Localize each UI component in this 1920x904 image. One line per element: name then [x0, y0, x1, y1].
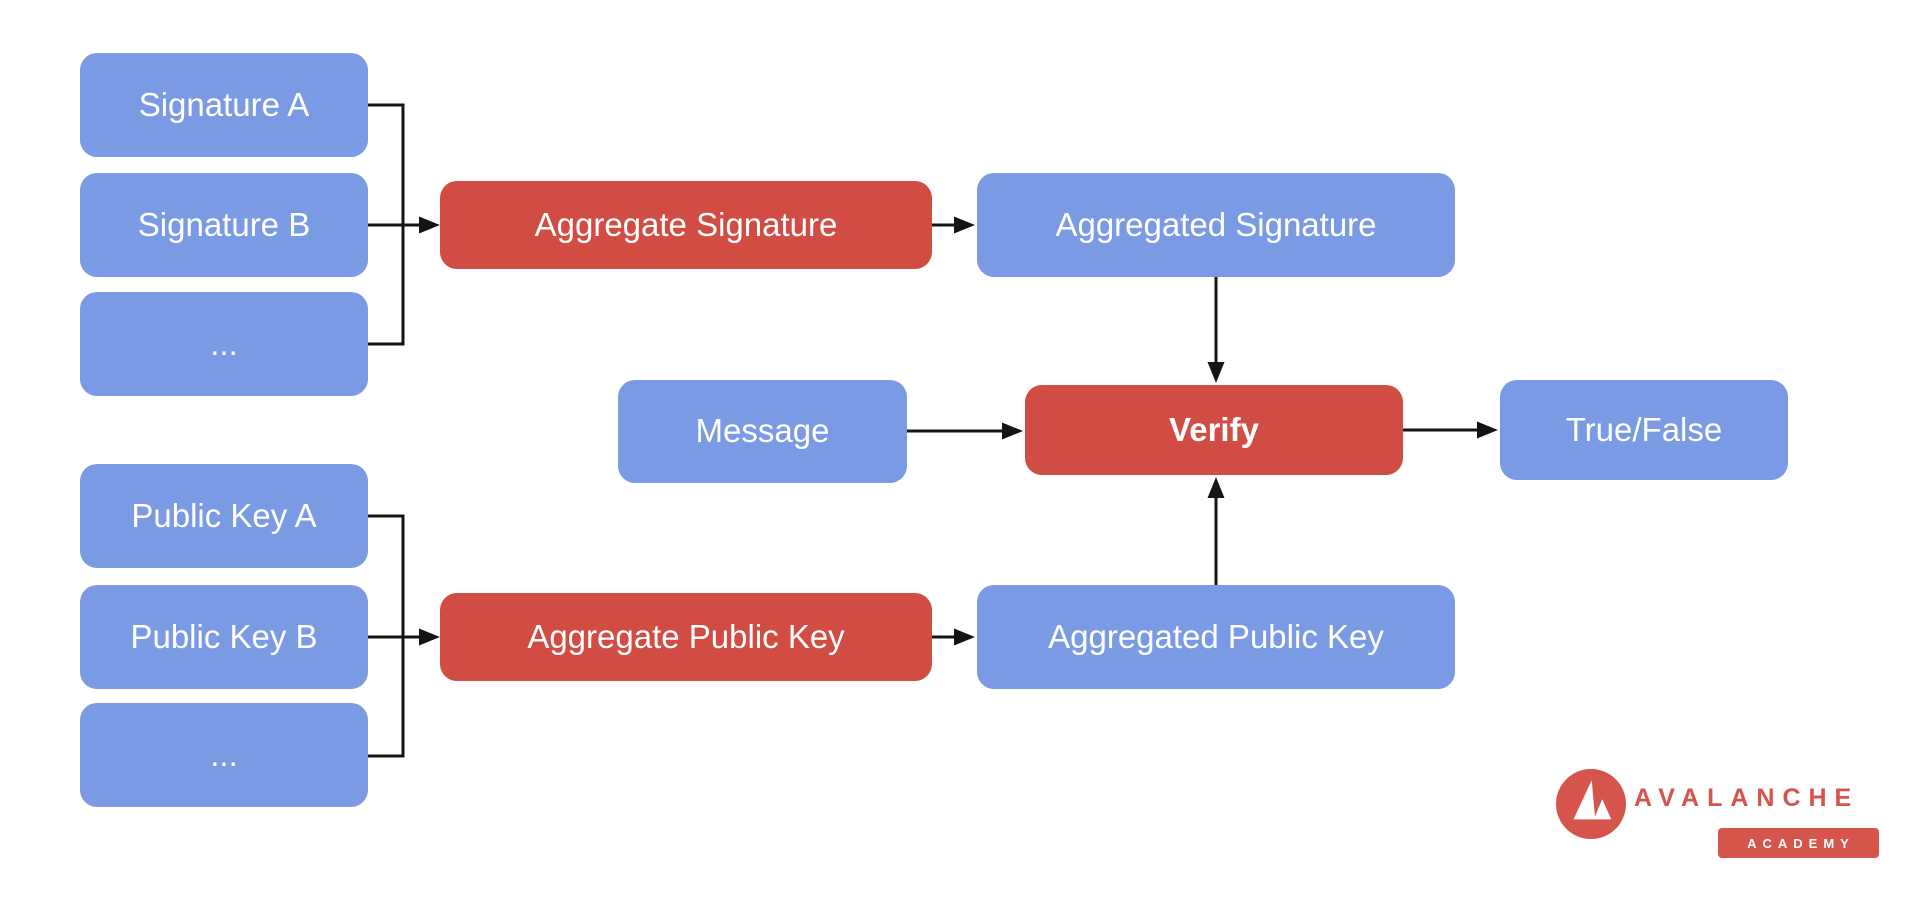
- node-message: Message: [618, 380, 907, 483]
- arrowhead-aggregate-public-key-to-aggregated: [954, 628, 975, 646]
- node-public-key-a-label: Public Key A: [131, 496, 317, 534]
- node-verify: Verify: [1025, 385, 1403, 475]
- arrowhead-verify-to-result: [1477, 421, 1498, 439]
- node-aggregate-signature-label: Aggregate Signature: [534, 205, 838, 243]
- arrowhead-aggregated-signature-to-verify: [1207, 362, 1225, 383]
- node-aggregated-public-key: Aggregated Public Key: [977, 585, 1455, 689]
- logo-brand-text: AVALANCHE: [1634, 784, 1860, 812]
- node-signature-ellipsis: ...: [80, 292, 368, 396]
- node-signature-b-label: Signature B: [137, 205, 311, 243]
- node-public-key-ellipsis-label: ...: [210, 735, 238, 773]
- node-aggregated-signature: Aggregated Signature: [977, 173, 1455, 277]
- avalanche-logo-icon: [1556, 769, 1626, 839]
- node-true-false-label: True/False: [1565, 410, 1723, 448]
- arrowhead-aggregated-public-key-to-verify: [1207, 477, 1225, 498]
- logo-academy-badge-label: ACADEMY: [1747, 835, 1855, 851]
- node-verify-label: Verify: [1169, 410, 1259, 448]
- arrowhead-public-keys-to-aggregate: [419, 628, 440, 646]
- node-aggregate-public-key-label: Aggregate Public Key: [527, 617, 845, 655]
- arrowhead-message-to-verify: [1002, 422, 1023, 440]
- node-message-label: Message: [695, 412, 830, 450]
- node-true-false: True/False: [1500, 380, 1788, 480]
- node-aggregate-signature: Aggregate Signature: [440, 181, 932, 269]
- node-public-key-ellipsis: ...: [80, 703, 368, 807]
- node-signature-a-label: Signature A: [138, 85, 310, 123]
- node-signature-a: Signature A: [80, 53, 368, 157]
- node-public-key-b: Public Key B: [80, 585, 368, 689]
- arrowhead-signatures-to-aggregate: [419, 216, 440, 234]
- node-public-key-a: Public Key A: [80, 464, 368, 568]
- node-public-key-b-label: Public Key B: [130, 617, 318, 655]
- logo-academy-badge: ACADEMY: [1718, 828, 1879, 858]
- node-aggregated-signature-label: Aggregated Signature: [1055, 205, 1377, 243]
- node-signature-b: Signature B: [80, 173, 368, 277]
- node-aggregated-public-key-label: Aggregated Public Key: [1048, 617, 1384, 655]
- arrowhead-aggregate-signature-to-aggregated: [954, 216, 975, 234]
- node-aggregate-public-key: Aggregate Public Key: [440, 593, 932, 681]
- node-signature-ellipsis-label: ...: [210, 324, 238, 362]
